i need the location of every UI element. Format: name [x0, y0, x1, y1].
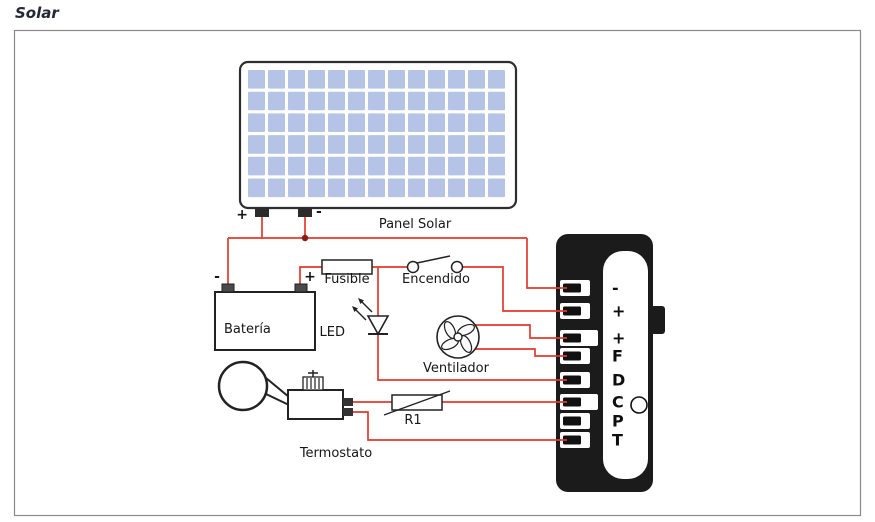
wire-fan-to-slot3 — [475, 324, 567, 339]
led-label: LED — [320, 325, 345, 340]
panel-terminal-positive — [255, 208, 269, 217]
terminal-label-1: - — [612, 279, 619, 298]
terminal-slot-4 — [560, 348, 590, 364]
led-indicator: LED — [320, 298, 390, 340]
battery-plus-sign: + — [304, 269, 316, 285]
thermostat-capillary — [265, 377, 290, 406]
wire-junction-dot — [301, 234, 309, 242]
thermostat-pin-lower — [343, 408, 353, 416]
wire-thermostat-to-slot8 — [352, 411, 567, 441]
panel-plus-sign: + — [236, 207, 248, 223]
battery-body — [214, 291, 316, 351]
connector-mount-hole — [630, 396, 648, 414]
switch-lever — [416, 255, 451, 264]
battery-post-negative — [221, 283, 235, 293]
switch-contact-left — [406, 260, 420, 274]
terminal-slot-8 — [560, 432, 590, 448]
switch-contact-right — [450, 260, 464, 274]
thermostat-pin-upper — [343, 398, 353, 406]
fan-label: Ventilador — [423, 361, 490, 376]
resistor-label: R1 — [404, 413, 421, 428]
connector-side-tab — [649, 306, 665, 334]
terminal-slot-3 — [560, 330, 598, 346]
terminal-slot-6 — [560, 394, 598, 410]
switch-label: Encendido — [402, 272, 470, 287]
terminal-slot-7 — [560, 413, 590, 429]
connector-terminal-labels: - + + F D C P T — [612, 279, 625, 450]
battery-post-positive — [294, 283, 308, 293]
wire-battery-positive-to-fuse — [299, 266, 322, 284]
resistor-r1: R1 — [383, 390, 451, 428]
panel-terminal-negative — [298, 208, 312, 217]
led-emission-arrows — [352, 298, 373, 321]
terminal-label-5: D — [612, 371, 625, 390]
wire-led-to-slot5 — [377, 334, 567, 381]
terminal-label-8: T — [612, 431, 623, 450]
thermostat-label: Termostato — [299, 446, 372, 461]
battery-label: Batería — [224, 322, 271, 337]
terminal-label-6: C — [612, 393, 624, 412]
terminal-label-4: F — [612, 347, 623, 366]
fuse: Fusible — [321, 259, 373, 287]
panel-minus-sign: - — [316, 204, 322, 220]
fan: Ventilador — [423, 315, 490, 376]
wire-fan-to-slot4 — [475, 348, 567, 357]
led-triangle — [366, 315, 390, 336]
thermostat-body — [287, 389, 344, 420]
resistor-diagonal-stroke — [383, 390, 451, 416]
terminal-slot-2 — [560, 303, 590, 319]
connector-label-strip — [603, 251, 648, 479]
fuse-label: Fusible — [324, 272, 369, 287]
wire-negative-to-slot1 — [526, 238, 567, 289]
terminal-label-3: + — [612, 329, 625, 348]
terminal-slot-1 — [560, 280, 590, 296]
connector-terminal-slots — [560, 280, 598, 448]
controller-connector: - + + F D C P T — [556, 234, 665, 492]
fan-hub — [453, 332, 463, 342]
fuse-body — [321, 259, 373, 275]
solar-panel: + - Panel Solar — [236, 60, 518, 232]
battery-minus-sign: - — [214, 269, 220, 285]
thermostat: Termostato — [217, 360, 372, 461]
battery: - + Batería — [214, 269, 316, 351]
fan-blades — [441, 321, 475, 353]
thermostat-top-terminal — [302, 370, 324, 391]
power-switch: Encendido — [402, 255, 470, 287]
terminal-label-2: + — [612, 302, 625, 321]
panel-label: Panel Solar — [379, 217, 452, 232]
terminal-slot-5 — [560, 372, 590, 388]
page-title: Solar — [15, 4, 60, 22]
terminal-label-7: P — [612, 412, 624, 431]
wire-switch-to-slot2 — [463, 266, 567, 312]
solar-panel-cells — [248, 70, 505, 198]
wiring — [227, 217, 567, 441]
thermostat-sensor-coil — [217, 360, 269, 412]
